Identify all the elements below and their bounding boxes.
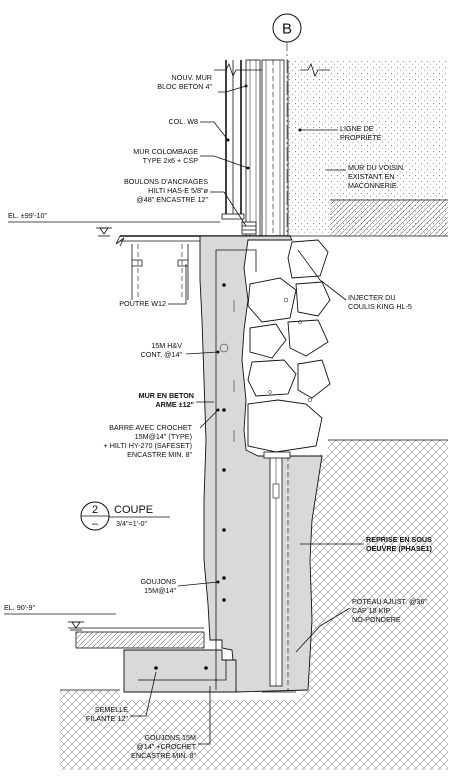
existing-soil	[60, 439, 448, 770]
label-armature-1: 15M H&V	[151, 341, 182, 350]
elevation-marker-upper: EL. ±99'-10"	[8, 211, 220, 237]
label-nouv-mur-2: BLOC BETON 4"	[157, 82, 212, 91]
label-boulons-1: BOULONS D'ANCRAGES	[124, 177, 208, 186]
label-poteau-3: NO-PONDERE	[352, 615, 401, 624]
label-nouv-mur-1: NOUV. MUR	[172, 73, 212, 82]
label-ligne-1: LIGNE DE	[340, 124, 374, 133]
label-barre-1: BARRE AVEC CROCHET	[109, 423, 193, 432]
section-title: 2 – COUPE 3/4"=1'-0"	[80, 501, 170, 531]
grid-letter: B	[282, 21, 292, 38]
label-mur-beton-2: ARME ±12"	[155, 400, 194, 409]
elevation-upper: EL. ±99'-10"	[8, 211, 47, 220]
label-injecter-2: COULIS KING HL-5	[348, 302, 412, 311]
label-ligne-2: PROPRIETE	[340, 133, 382, 142]
wall-rebar	[138, 249, 257, 690]
elevation-lower: EL. 90'-9"	[4, 603, 36, 612]
label-mur-colombage-2: TYPE 2x6 + CSP	[143, 156, 199, 165]
label-goujons-2: 15M@14"	[144, 586, 176, 595]
concrete-wall-and-footing	[68, 235, 323, 693]
label-semelle-1: SEMELLE	[95, 705, 128, 714]
column-w8	[221, 60, 245, 220]
stone-foundation	[242, 239, 331, 454]
label-boulons-3: @48" ENCASTRE 12"	[136, 195, 208, 204]
section-title-text: COUPE	[114, 504, 153, 516]
label-voisin-2: EXISTANT EN	[348, 172, 394, 181]
label-barre-3: + HILTI HY-270 (SAFESET)	[104, 441, 192, 450]
label-boulons-2: HILTI HAS-E 5/8"ø	[148, 186, 209, 195]
grid-bubble: B	[272, 13, 302, 43]
label-poteau-2: CAP 18 KIP	[352, 606, 390, 615]
label-goujons15-1: GOUJONS 15M	[144, 733, 196, 742]
label-goujons15-3: ENCASTRE MIN. 8"	[131, 751, 196, 760]
leader-lines	[130, 84, 364, 745]
neighbour-masonry-wall	[287, 60, 448, 237]
underpinning-pier	[262, 451, 296, 693]
elevation-marker-lower: EL. 90'-9"	[4, 603, 116, 631]
label-col-w8: COL. W8	[168, 117, 198, 126]
break-marks-top	[214, 62, 330, 78]
label-barre-4: ENCASTRE MIN. 8"	[127, 450, 192, 459]
label-goujons15-2: @14" +CROCHET	[136, 742, 196, 751]
label-goujons-1: GOUJONS	[140, 577, 176, 586]
anchor-bolts	[241, 221, 257, 235]
stud-wall	[245, 59, 261, 237]
label-armature-2: CONT. @14"	[141, 350, 183, 359]
label-mur-colombage-1: MUR COLOMBAGE	[133, 147, 198, 156]
new-block-wall	[261, 59, 285, 237]
section-number: 2	[92, 504, 98, 516]
label-semelle-2: FILANTE 12"	[86, 714, 129, 723]
label-injecter-1: INJECTER DU	[348, 293, 396, 302]
label-voisin-1: MUR DU VOISIN	[348, 163, 403, 172]
label-barre-2: 15M@14" (TYPE)	[135, 432, 192, 441]
label-reprise-2: OEUVRE (PHASE1)	[366, 544, 433, 553]
label-mur-beton-1: MUR EN BETON	[139, 391, 194, 400]
section-dash: –	[92, 518, 99, 530]
label-reprise-1: REPRISE EN SOUS	[366, 535, 432, 544]
callouts: NOUV. MUR BLOC BETON 4" COL. W8 MUR COLO…	[86, 73, 433, 760]
label-voisin-3: MACONNERIE	[348, 181, 397, 190]
section-scale: 3/4"=1'-0"	[116, 519, 148, 528]
label-poteau-1: POTEAU AJUST. @36"	[352, 597, 427, 606]
label-poutre: POUTRE W12	[119, 299, 166, 308]
